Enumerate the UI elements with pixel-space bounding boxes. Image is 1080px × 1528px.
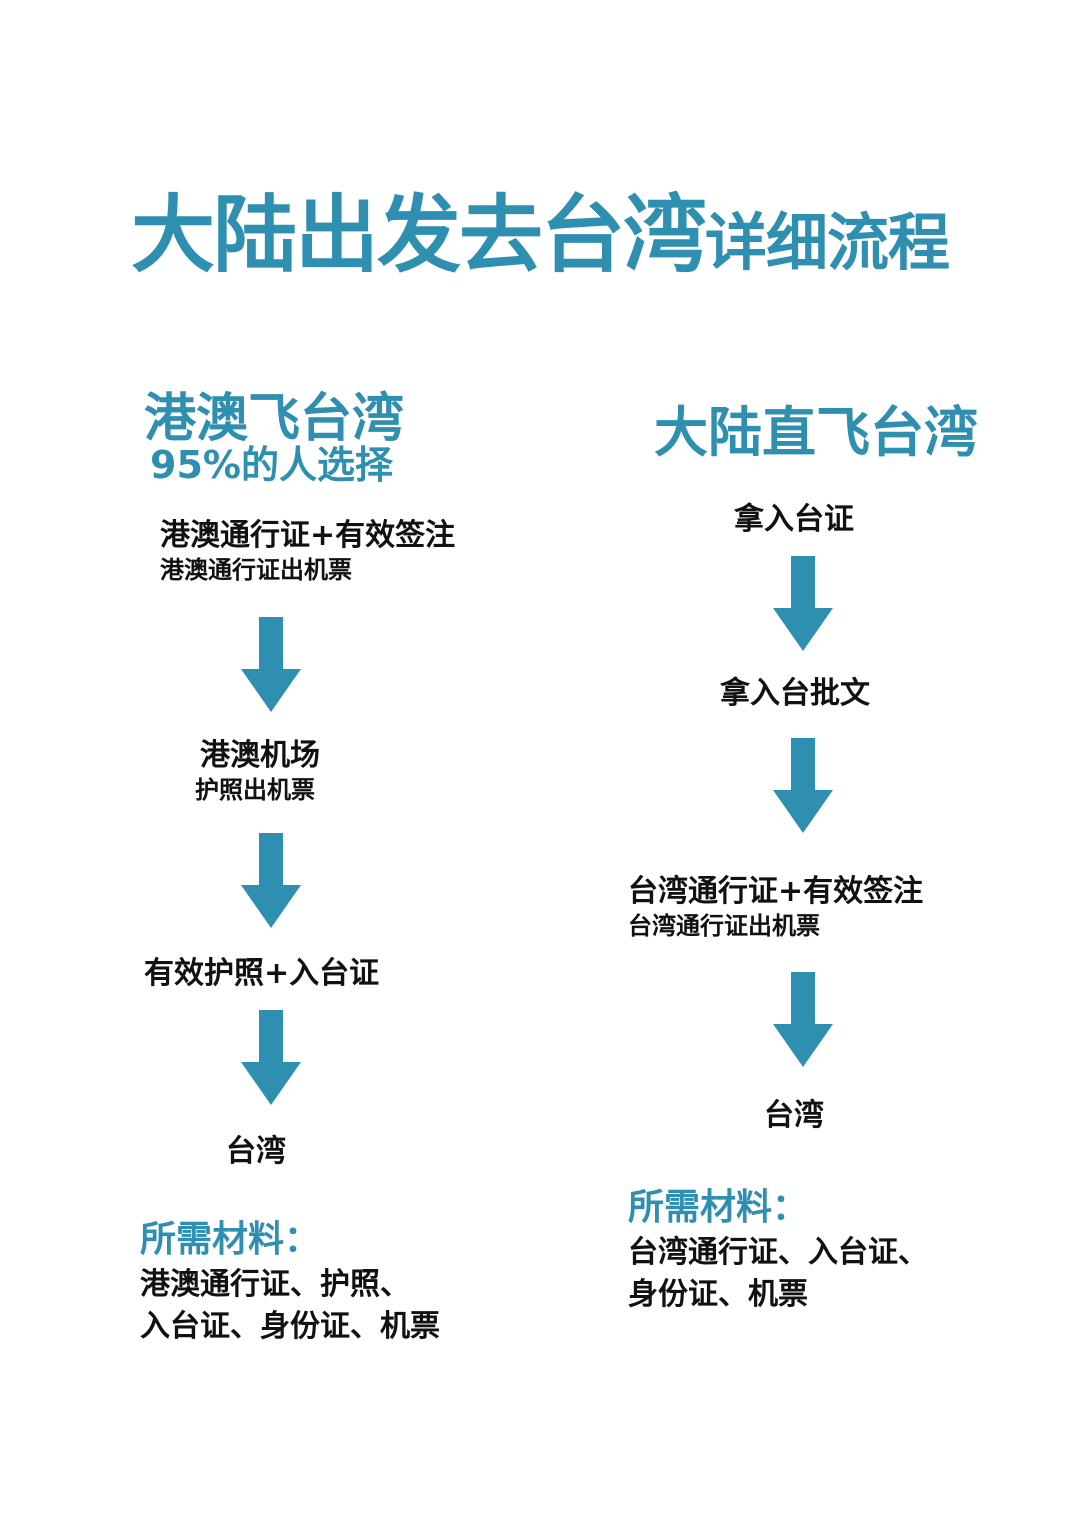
- left-step-4-main: 台湾: [226, 1134, 286, 1169]
- page-title: 大陆出发去台湾详细流程: [0, 168, 1080, 289]
- right-route-heading: 大陆直飞台湾: [654, 401, 978, 464]
- right-step-1-main: 拿入台证: [734, 502, 854, 537]
- right-materials-title: 所需材料：: [628, 1187, 809, 1228]
- down-arrow-icon: [773, 972, 833, 1067]
- right-step-4-main: 台湾: [764, 1098, 824, 1133]
- left-step-1-sub: 港澳通行证出机票: [160, 556, 352, 584]
- title-main: 大陆出发去台湾: [130, 186, 707, 284]
- right-step-2-main: 拿入台批文: [720, 676, 870, 711]
- left-step-3-main: 有效护照+入台证: [144, 956, 380, 991]
- left-materials-line-2: 入台证、身份证、机票: [140, 1309, 440, 1344]
- right-step-3-sub: 台湾通行证出机票: [628, 912, 820, 940]
- left-materials-line-1: 港澳通行证、护照、: [140, 1267, 410, 1302]
- down-arrow-icon: [241, 833, 301, 928]
- down-arrow-icon: [773, 738, 833, 833]
- right-materials-line-2: 身份证、机票: [628, 1277, 808, 1312]
- down-arrow-icon: [773, 556, 833, 651]
- title-suffix: 详细流程: [705, 206, 950, 279]
- left-step-2-sub: 护照出机票: [195, 776, 315, 804]
- down-arrow-icon: [241, 617, 301, 712]
- left-route-heading: 港澳飞台湾: [144, 389, 405, 449]
- right-step-3-main: 台湾通行证+有效签注: [628, 874, 924, 909]
- down-arrow-icon: [241, 1010, 301, 1105]
- left-materials-title: 所需材料：: [140, 1219, 321, 1260]
- left-route-subheading: 95%的人选择: [150, 443, 393, 487]
- left-step-2-main: 港澳机场: [200, 738, 320, 773]
- left-step-1-main: 港澳通行证+有效签注: [160, 518, 456, 553]
- right-materials-line-1: 台湾通行证、入台证、: [628, 1235, 928, 1270]
